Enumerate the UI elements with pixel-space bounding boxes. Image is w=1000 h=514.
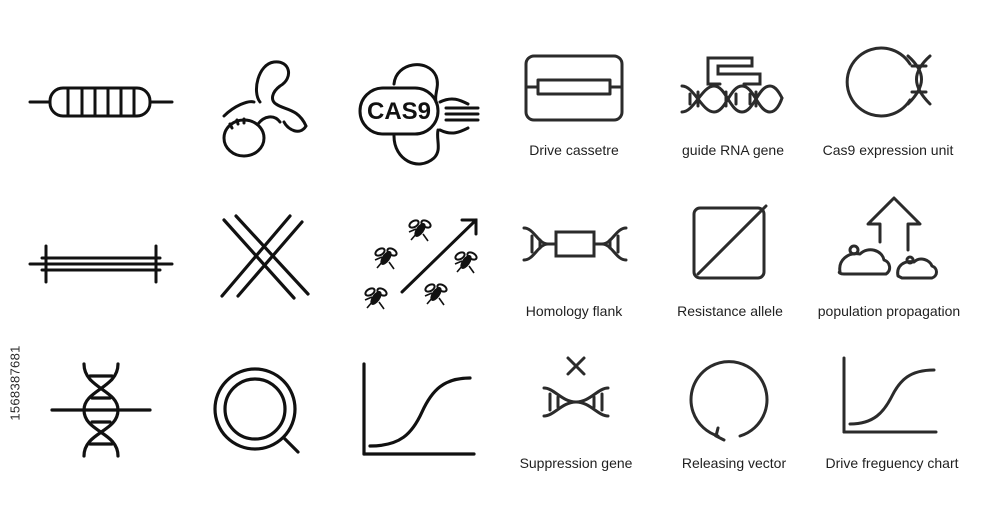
caption-homology-flank: Homology flank <box>525 303 623 319</box>
stock-id-label: 1568387681 <box>4 268 26 498</box>
caption-resistance-allele: Resistance allele <box>677 303 783 319</box>
bacterium-icon <box>214 56 314 162</box>
cross-lines-icon <box>218 214 314 300</box>
caption-population-propagation: population propagation <box>817 303 961 319</box>
plasmid-ring-icon <box>212 366 302 456</box>
caption-suppression-gene: Suppression gene <box>519 455 633 471</box>
caption-cas9-expression-unit: Cas9 expression unit <box>822 142 954 158</box>
homology-bar-icon <box>28 244 174 284</box>
resistance-allele-icon <box>690 202 770 282</box>
crossed-dna-icon <box>50 360 152 460</box>
stock-id-text: 1568387681 <box>7 345 23 421</box>
cas9-protein-icon: CAS9 <box>356 56 482 174</box>
caption-drive-cassette: Drive cassetre <box>529 142 619 158</box>
releasing-vector-icon <box>688 356 774 442</box>
suppression-gene-icon <box>540 352 616 422</box>
caption-guide-rna-gene: guide RNA gene <box>682 142 784 158</box>
caption-drive-frequency-chart: Drive freguency chart <box>825 455 959 471</box>
insulator-icon <box>28 82 174 122</box>
cas9-expression-unit-icon <box>838 42 938 118</box>
cas9-label: CAS9 <box>367 98 431 125</box>
drive-cassette-icon <box>524 54 624 124</box>
drive-frequency-chart-icon <box>840 356 940 436</box>
guide-rna-gene-icon <box>680 54 784 116</box>
mosquito-spread-icon <box>358 210 486 316</box>
caption-releasing-vector: Releasing vector <box>681 455 787 471</box>
homology-flank-icon <box>522 224 628 264</box>
sigmoid-chart-icon <box>360 362 476 458</box>
population-propagation-icon <box>834 194 940 284</box>
